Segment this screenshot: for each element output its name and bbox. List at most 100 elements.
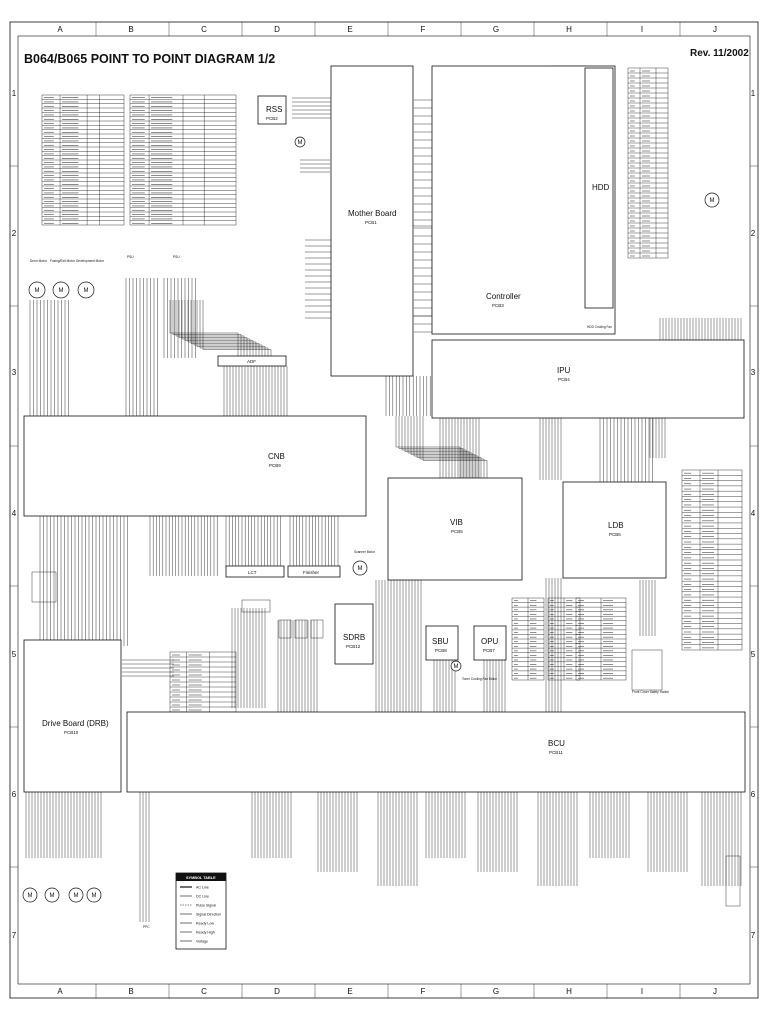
block-sbu: SBU PCB8 <box>425 625 459 661</box>
bus-psu-adf-wire <box>193 300 263 366</box>
block-bcu: BCU PCB11 <box>126 711 746 793</box>
table-ipu-connector <box>41 94 125 226</box>
bus-mb-vib-wire <box>404 416 470 478</box>
scanner-motor-symbol-symbol: M <box>358 566 363 572</box>
block-ldb: LDB PCB6 <box>562 481 667 579</box>
scanner-motor-symbol-body <box>352 560 368 576</box>
table-ipu-right <box>681 469 743 651</box>
psu-label-2: PSU <box>173 255 180 259</box>
bcu-pcb: PCB11 <box>549 750 563 755</box>
symbol-table-title: SYMBOL TABLE <box>186 876 216 880</box>
row-label-5: 5 <box>12 650 17 659</box>
block-rss: RSS PCB2 <box>257 95 287 125</box>
connector-box-0 <box>31 571 57 603</box>
drb-motor-1-symbol: M <box>28 893 33 899</box>
bus-rss-mb <box>292 97 332 119</box>
bus-motors-cnb <box>29 300 69 416</box>
column-label-J: J <box>713 25 717 34</box>
block-finisher: Finisher <box>287 565 341 578</box>
ldb-label: LDB <box>608 521 624 530</box>
harness-drb <box>25 792 102 858</box>
hdd-cooling-fan-label: HDD Cooling Fan <box>587 325 612 329</box>
fusing-exit-motor-symbol-body <box>52 281 70 299</box>
ipu-label: IPU <box>557 366 571 375</box>
block-lct: LCT <box>225 565 285 578</box>
bus-opu-bcu <box>483 660 506 712</box>
harness-ppc <box>139 792 150 922</box>
bus-mb-vib-wire <box>398 416 464 478</box>
column-label-A: A <box>57 25 63 34</box>
controller-pcb: PCB3 <box>492 303 504 308</box>
column-label-bottom-B: B <box>128 987 133 996</box>
column-label-bottom-C: C <box>201 987 207 996</box>
scanner-motor-label: Scanner Motor <box>354 550 376 554</box>
drb-motor-1: M <box>22 887 38 903</box>
bus-psu1-cnb <box>125 278 158 416</box>
cooling-fan-symbol-body <box>294 136 306 148</box>
block-hdd: HDD <box>584 67 614 309</box>
development-motor-symbol-body <box>77 281 95 299</box>
symbol-label-1: DC Line <box>196 894 209 898</box>
column-label-bottom-G: G <box>493 987 499 996</box>
drb-motor-4-symbol: M <box>92 893 97 899</box>
development-motor-symbol: M <box>77 281 95 299</box>
bus-mb-vib-wire <box>401 416 467 478</box>
bus-adf-cnb <box>223 366 288 416</box>
toner-fan-symbol-symbol: M <box>454 664 459 670</box>
bus-ipu-top <box>659 318 742 342</box>
vib-pcb: PCB5 <box>451 529 463 534</box>
row-label-4: 4 <box>12 509 17 518</box>
harness-bottom-1 <box>317 792 358 872</box>
block-vib: VIB PCB5 <box>387 477 523 581</box>
row-label-right-2: 2 <box>751 229 756 238</box>
bus-ipu-ldb <box>539 418 562 480</box>
outer-frame <box>9 21 759 999</box>
adf-label: ADF <box>247 359 256 364</box>
row-label-3: 3 <box>12 368 17 377</box>
drb-motor-2: M <box>44 887 60 903</box>
fusing-exit-motor-symbol-symbol: M <box>59 288 64 294</box>
bus-ipu-vib <box>439 418 480 478</box>
ipu-pcb: PCB4 <box>558 377 570 382</box>
finisher-label: Finisher <box>303 570 320 575</box>
bus-drb-bcu <box>122 659 174 677</box>
drb-motor-2-symbol: M <box>50 893 55 899</box>
column-label-bottom-E: E <box>347 987 352 996</box>
mother-board-pcb: PCB1 <box>365 220 377 225</box>
bus-cnb-lct <box>225 516 281 566</box>
drb-motor-4: M <box>86 887 102 903</box>
column-label-bottom-I: I <box>641 987 643 996</box>
row-label-right-6: 6 <box>751 790 756 799</box>
right-motor: M <box>704 192 720 208</box>
connector-box-1 <box>278 619 292 639</box>
diagram-title: B064/B065 POINT TO POINT DIAGRAM 1/2 <box>24 52 275 66</box>
drb-motor-2-body <box>44 887 60 903</box>
bus-vib-bcu <box>375 580 422 712</box>
bus-psu-adf-wire <box>175 300 245 366</box>
cooling-fan-symbol-symbol: M <box>298 140 303 146</box>
bus-mb-vib <box>395 416 488 478</box>
toner-cooling-fan-label: Toner Cooling Fan Motor <box>462 677 498 681</box>
rss-pcb: PCB2 <box>266 116 278 121</box>
row-label-right-4: 4 <box>751 509 756 518</box>
vib-label: VIB <box>450 518 463 527</box>
connector-box-3 <box>310 619 324 639</box>
block-opu: OPU PCB7 <box>473 625 507 661</box>
symbol-label-2: Pulse Signal <box>196 903 216 907</box>
row-label-right-3: 3 <box>751 368 756 377</box>
connector-box-5 <box>725 855 741 907</box>
symbol-label-6: Voltage <box>196 939 208 943</box>
bus-cnb-left <box>109 516 128 646</box>
right-motor-symbol: M <box>710 198 715 204</box>
block-drive-board: Drive Board (DRB) PCB10 <box>23 639 122 793</box>
fusing-exit-motor-symbol: M <box>52 281 70 299</box>
psu-label-1: PSU <box>127 255 134 259</box>
sbu-pcb: PCB8 <box>435 648 447 653</box>
row-label-right-1: 1 <box>751 89 756 98</box>
drb-motor-3: M <box>68 887 84 903</box>
column-label-I: I <box>641 25 643 34</box>
bus-mb-vib-wire <box>395 416 461 478</box>
front-cover-switch-label: Front Cover Safety Switch <box>632 690 669 694</box>
